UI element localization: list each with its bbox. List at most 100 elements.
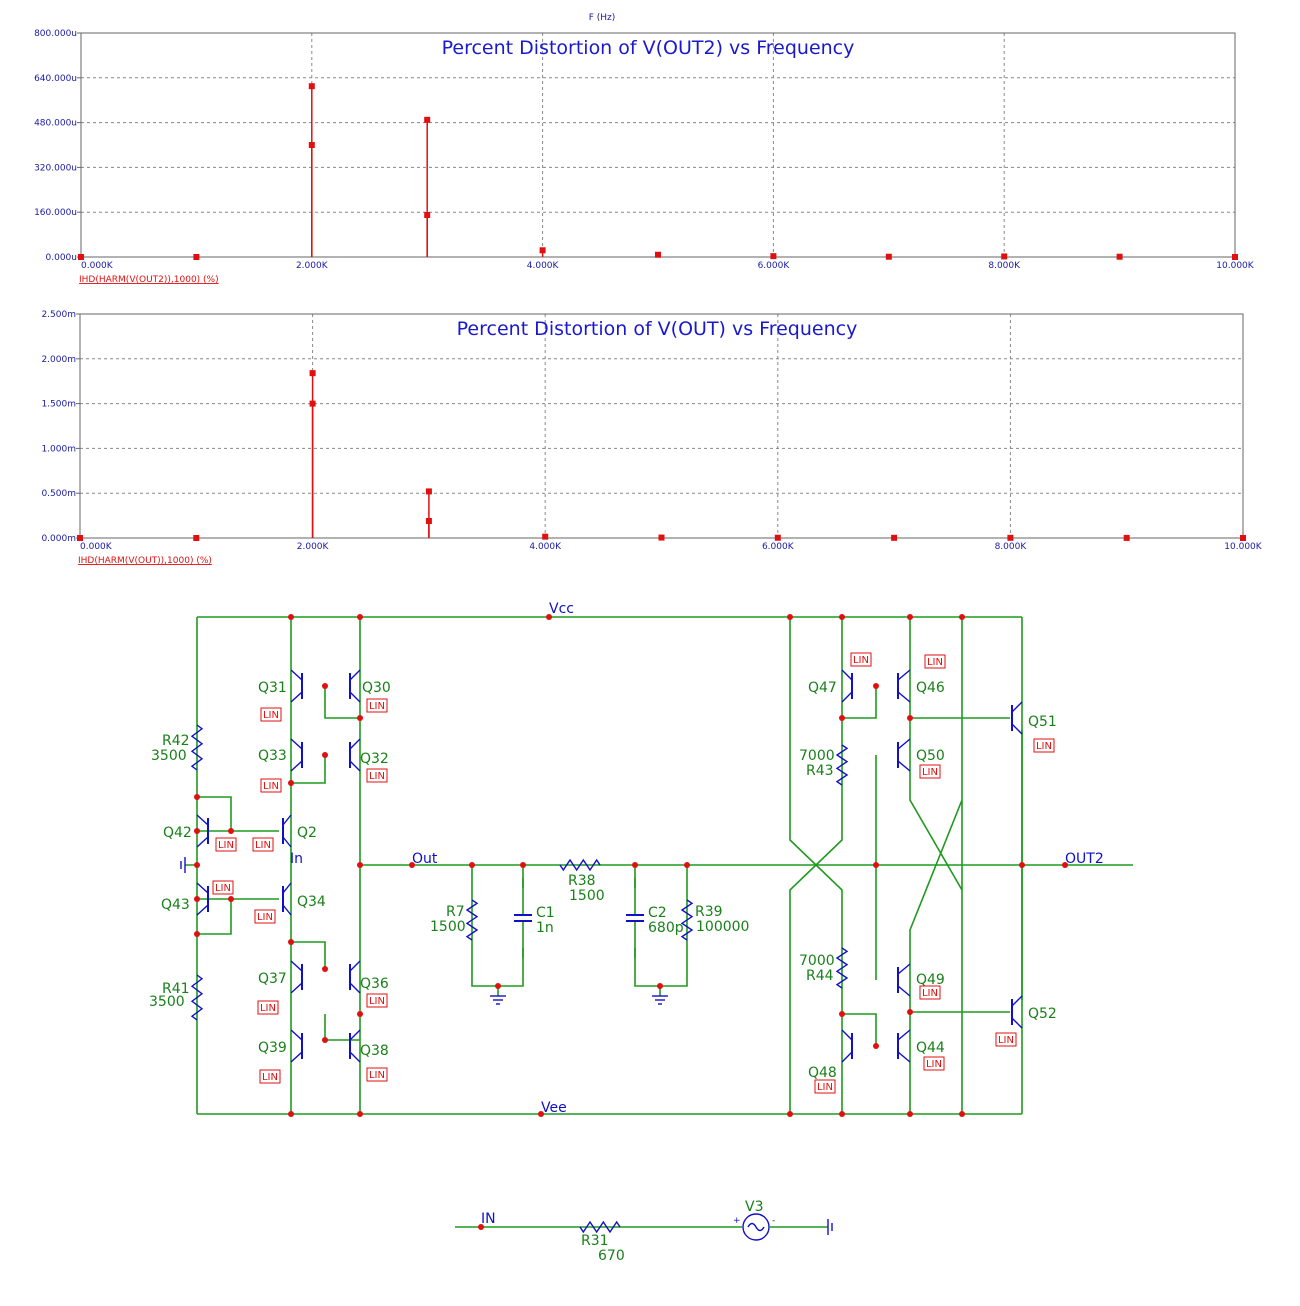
- data-point[interactable]: [658, 534, 665, 541]
- transistor-q43[interactable]: [196, 882, 209, 916]
- model-tag[interactable]: LIN: [260, 707, 282, 722]
- model-tag[interactable]: LIN: [1033, 738, 1055, 753]
- transistor-q36[interactable]: [349, 960, 361, 994]
- data-point[interactable]: [193, 535, 200, 541]
- model-tag[interactable]: LIN: [254, 909, 276, 924]
- model-tag[interactable]: LIN: [995, 1032, 1017, 1047]
- data-point[interactable]: [424, 212, 431, 218]
- model-tag[interactable]: LIN: [814, 1079, 836, 1094]
- capacitor-c2[interactable]: [626, 878, 644, 958]
- model-tag[interactable]: LIN: [924, 654, 946, 669]
- model-tag[interactable]: LIN: [259, 1069, 281, 1084]
- junction-dot: [907, 1009, 913, 1015]
- junction-dot: [839, 1111, 845, 1117]
- transistor-q30[interactable]: [349, 669, 361, 703]
- voltage-source-v3[interactable]: [742, 1213, 770, 1241]
- transistor-q39[interactable]: [290, 1029, 303, 1063]
- transistor-q34[interactable]: [282, 882, 292, 916]
- transistor-q50[interactable]: [897, 738, 911, 772]
- model-tag[interactable]: LIN: [212, 880, 234, 895]
- transistor-q48[interactable]: [841, 1029, 853, 1063]
- resistor-r44[interactable]: [835, 947, 849, 989]
- resistor-r41[interactable]: [190, 974, 204, 1021]
- net-label-out2: OUT2: [1065, 851, 1104, 867]
- data-point[interactable]: [425, 517, 432, 524]
- junction-dot: [409, 862, 415, 868]
- component-label: Q31: [258, 680, 287, 696]
- model-tag[interactable]: LIN: [923, 1056, 945, 1071]
- junction-dot: [657, 983, 663, 989]
- y-tick-label: 480.000u: [34, 119, 77, 129]
- data-point[interactable]: [774, 534, 781, 541]
- transistor-q47[interactable]: [841, 669, 853, 703]
- transistor-q32[interactable]: [349, 738, 361, 772]
- svg-text:LIN: LIN: [817, 1082, 833, 1093]
- data-point[interactable]: [539, 247, 546, 254]
- capacitor-c1[interactable]: [514, 878, 532, 958]
- data-point[interactable]: [655, 251, 661, 258]
- junction-dot: [546, 614, 552, 620]
- transistor-q52[interactable]: [1011, 995, 1023, 1029]
- resistor-r38[interactable]: [559, 858, 601, 872]
- component-label: 7000: [799, 953, 835, 969]
- data-point[interactable]: [891, 534, 898, 541]
- trace-label[interactable]: IHD(HARM(V(OUT)),1000) (%): [78, 556, 212, 566]
- transistor-q49[interactable]: [897, 963, 911, 997]
- data-point[interactable]: [77, 535, 83, 541]
- svg-text:LIN: LIN: [1036, 741, 1052, 752]
- data-point[interactable]: [193, 254, 200, 260]
- svg-text:LIN: LIN: [218, 840, 234, 851]
- transistor-q42[interactable]: [196, 814, 209, 848]
- data-point[interactable]: [309, 370, 316, 377]
- transistor-q44[interactable]: [897, 1029, 911, 1063]
- data-point[interactable]: [308, 83, 315, 90]
- data-point[interactable]: [1116, 253, 1123, 260]
- transistor-q31[interactable]: [290, 669, 303, 703]
- resistor-r31[interactable]: [579, 1220, 621, 1234]
- data-point[interactable]: [425, 488, 432, 495]
- model-tag[interactable]: LIN: [366, 1067, 388, 1082]
- svg-text:LIN: LIN: [215, 883, 231, 894]
- junction-dot: [1062, 862, 1068, 868]
- transistor-q33[interactable]: [290, 738, 303, 772]
- junction-dot: [787, 1111, 793, 1117]
- model-tag[interactable]: LIN: [257, 1000, 279, 1015]
- resistor-r42[interactable]: [190, 724, 204, 771]
- transistor-q46[interactable]: [897, 669, 911, 703]
- junction-dot: [288, 1111, 294, 1117]
- resistor-r7[interactable]: [465, 899, 479, 941]
- model-tag[interactable]: LIN: [919, 985, 941, 1000]
- plot-frame: [79, 313, 1244, 539]
- model-tag[interactable]: LIN: [366, 993, 388, 1008]
- data-point[interactable]: [308, 142, 315, 148]
- transistor-q2[interactable]: [282, 814, 292, 848]
- model-tag[interactable]: LIN: [252, 837, 274, 852]
- trace-label[interactable]: IHD(HARM(V(OUT2)),1000) (%): [79, 275, 219, 285]
- data-point[interactable]: [309, 400, 316, 407]
- model-tag[interactable]: LIN: [260, 778, 282, 793]
- data-point[interactable]: [770, 253, 777, 260]
- data-point[interactable]: [78, 254, 84, 260]
- data-point[interactable]: [424, 116, 431, 123]
- data-point[interactable]: [1123, 534, 1130, 541]
- resistor-r39[interactable]: [680, 899, 694, 941]
- model-tag[interactable]: LIN: [366, 768, 388, 783]
- data-point[interactable]: [1007, 534, 1014, 541]
- resistor-r43[interactable]: [835, 744, 849, 786]
- data-point[interactable]: [1232, 254, 1238, 260]
- svg-text:LIN: LIN: [922, 988, 938, 999]
- junction-dot: [478, 1224, 484, 1230]
- data-point[interactable]: [1001, 253, 1008, 260]
- model-tag[interactable]: LIN: [919, 764, 941, 779]
- transistor-q38[interactable]: [349, 1029, 361, 1063]
- model-tag[interactable]: LIN: [850, 652, 872, 667]
- data-point[interactable]: [542, 533, 549, 540]
- model-tag[interactable]: LIN: [366, 698, 388, 713]
- component-label: Q30: [362, 680, 391, 696]
- transistor-q37[interactable]: [290, 960, 303, 994]
- data-point[interactable]: [885, 253, 892, 260]
- model-tag[interactable]: LIN: [215, 837, 237, 852]
- junction-dot: [194, 828, 200, 834]
- data-point[interactable]: [1240, 535, 1246, 541]
- transistor-q51[interactable]: [1011, 701, 1023, 735]
